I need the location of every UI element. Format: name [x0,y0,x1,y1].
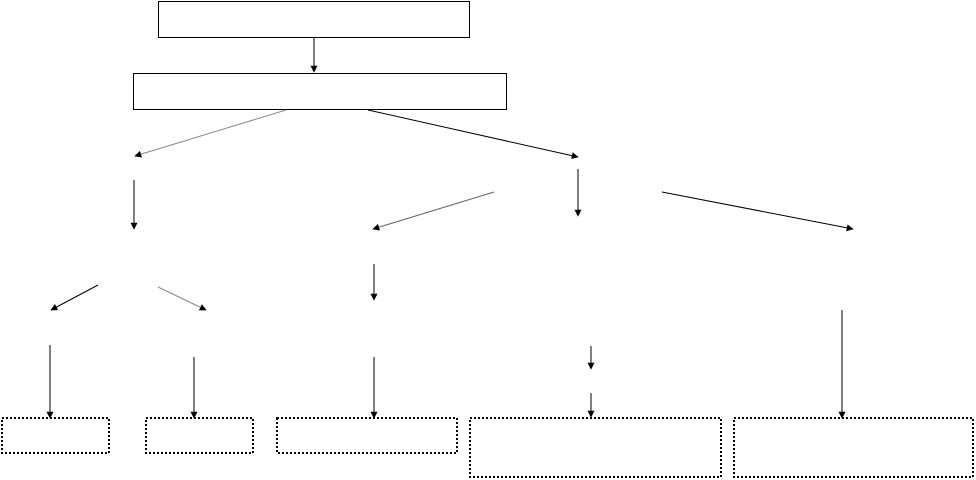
leaf-box-4 [469,417,722,478]
arrow-right-far [661,191,854,232]
leaf-box-1 [1,417,110,454]
leaf-box-3 [276,417,458,454]
second-box [133,73,507,110]
arrow-second-to-left [134,109,287,158]
arrow-mid-diagonal [372,191,495,231]
arrow-second-to-right [367,109,579,160]
top-box [158,1,470,38]
leaf-box-5 [733,417,974,478]
leaf-box-2 [145,417,254,454]
arrow-left-split-b [157,286,207,311]
arrow-left-split-a [50,284,99,311]
